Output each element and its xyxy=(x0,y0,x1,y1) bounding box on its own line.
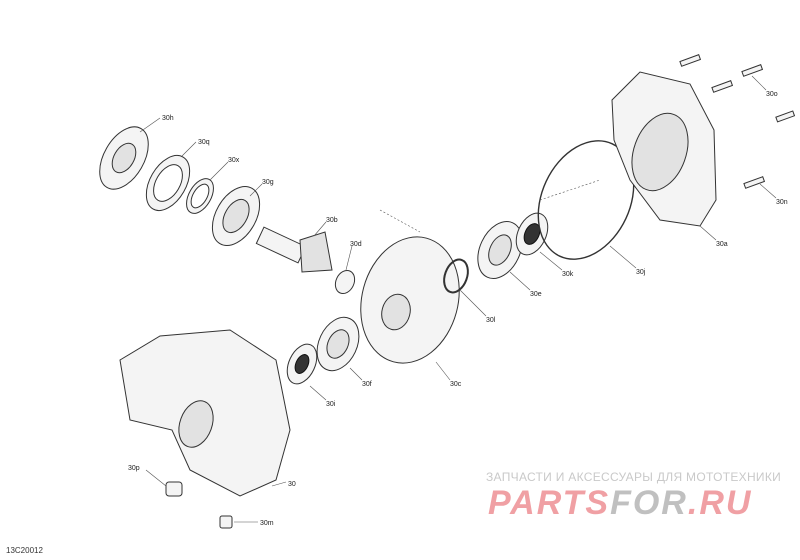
part-bearing-30e xyxy=(477,221,523,279)
part-bearing-30f xyxy=(316,316,360,372)
label-30a: 30a xyxy=(716,241,728,248)
part-cover-30a xyxy=(611,71,717,227)
part-seal-30i xyxy=(286,343,318,385)
watermark-logo-ru: .RU xyxy=(687,484,753,522)
part-seal-30l xyxy=(515,212,549,256)
part-bolt-30n xyxy=(743,176,766,189)
label-30: 30 xyxy=(288,481,296,488)
part-pinion-shaft-30b xyxy=(255,226,333,273)
part-oring-30k xyxy=(443,258,469,294)
label-30e: 30e xyxy=(530,291,542,298)
part-bearing-30g xyxy=(211,186,261,246)
label-30i: 30i xyxy=(326,401,336,408)
diagram-code: 13C20012 xyxy=(6,546,43,555)
watermark-logo-for: FOR xyxy=(610,484,688,522)
part-bolts-30o xyxy=(679,54,796,123)
label-30f: 30f xyxy=(362,381,372,388)
label-30h: 30h xyxy=(162,115,174,122)
label-30b: 30b xyxy=(326,217,338,224)
label-30n: 30n xyxy=(776,199,788,206)
label-30l: 30l xyxy=(486,317,496,324)
label-30q: 30q xyxy=(198,139,210,146)
label-30k: 30k xyxy=(562,271,574,278)
part-ring-30x xyxy=(186,178,214,214)
label-30c: 30c xyxy=(450,381,462,388)
watermark-caption: ЗАПЧАСТИ И АКСЕССУАРЫ ДЛЯ МОТОТЕХНИКИ xyxy=(486,470,782,484)
part-spacer-30q xyxy=(145,155,191,211)
part-plug-30p xyxy=(165,481,183,497)
part-plug-30m xyxy=(219,515,233,529)
watermark-logo: PARTSFOR.RU xyxy=(488,484,752,523)
label-30m: 30m xyxy=(260,520,274,527)
part-ring-gear-30c xyxy=(360,236,460,364)
label-30d: 30d xyxy=(350,241,362,248)
part-needle-bearing-30d xyxy=(334,269,356,295)
part-housing-30 xyxy=(119,329,291,497)
part-seal-30h xyxy=(99,126,149,190)
part-large-oring-30j xyxy=(537,140,635,260)
label-30x: 30x xyxy=(228,157,240,164)
label-30p: 30p xyxy=(128,465,140,472)
label-30g: 30g xyxy=(262,179,274,186)
label-30j: 30j xyxy=(636,269,646,276)
label-30o: 30o xyxy=(766,91,778,98)
watermark-logo-parts: PARTS xyxy=(488,484,611,522)
leader-lines xyxy=(139,75,777,523)
